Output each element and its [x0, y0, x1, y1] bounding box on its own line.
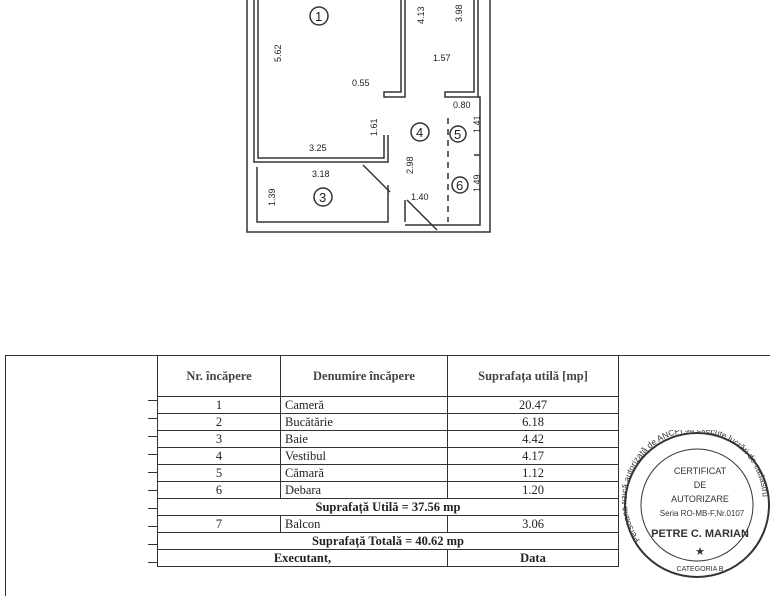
cell-area: 6.18	[447, 413, 619, 431]
room-label-3: 3	[319, 190, 326, 205]
executant-label: Executant,	[157, 549, 448, 567]
stamp-line: CERTIFICAT	[674, 466, 727, 476]
cell-nr: 7	[157, 515, 281, 533]
room-area-table: Nr. încăpere Denumire încăpere Suprafața…	[157, 355, 717, 567]
cell-nr: 4	[157, 447, 281, 465]
stamp-category: CATEGORIA B	[677, 566, 724, 573]
cell-name: Bucătărie	[280, 413, 448, 431]
cell-name: Debara	[280, 481, 448, 499]
outer-wall	[246, 0, 491, 233]
dim: 2.98	[405, 156, 415, 174]
cell-nr: 3	[157, 430, 281, 448]
cell-nr: 1	[157, 396, 281, 414]
header-nr: Nr. încăpere	[157, 355, 281, 397]
dim: 3.98	[454, 4, 464, 22]
cell-nr: 6	[157, 481, 281, 499]
cell-area: 4.17	[447, 447, 619, 465]
dim: 1.49	[472, 174, 482, 192]
header-area: Suprafața utilă [mp]	[447, 355, 619, 397]
stamp-name: PETRE C. MARIAN	[651, 528, 749, 540]
cell-name: Cameră	[280, 396, 448, 414]
cell-area: 20.47	[447, 396, 619, 414]
dim: 3.18	[312, 169, 330, 179]
star-icon: ★	[695, 546, 705, 558]
dim: 0.80	[453, 100, 471, 110]
room-label-6: 6	[456, 178, 463, 193]
authorization-stamp: Persoană fizică autorizată de ANCPI să e…	[622, 430, 770, 578]
dim: 0.55	[352, 78, 370, 88]
cell-name: Vestibul	[280, 447, 448, 465]
dim: 1.40	[411, 192, 429, 202]
room-label-5: 5	[454, 127, 461, 142]
cell-name: Baie	[280, 430, 448, 448]
header-name: Denumire încăpere	[280, 355, 448, 397]
grand-total: Suprafață Totală = 40.62 mp	[157, 532, 619, 550]
floor-plan: 1 3 4 5 6 5.62 4.13 3.98 1.57 0.55 0.80 …	[246, 0, 491, 233]
room-label-1: 1	[315, 9, 322, 24]
dim: 1.61	[369, 118, 379, 136]
table-header: Nr. încăpere Denumire încăpere Suprafața…	[157, 355, 717, 567]
stamp-line: AUTORIZARE	[671, 494, 729, 504]
cell-nr: 2	[157, 413, 281, 431]
cell-area: 1.12	[447, 464, 619, 482]
dim: 1.39	[267, 188, 277, 206]
dim: 1.41	[472, 115, 482, 133]
cell-name: Balcon	[280, 515, 448, 533]
room-label-4: 4	[416, 125, 423, 140]
dim: 4.13	[416, 6, 426, 24]
stamp-line: DE	[694, 480, 707, 490]
cell-area: 4.42	[447, 430, 619, 448]
dim: 5.62	[273, 44, 283, 62]
dim: 3.25	[309, 143, 327, 153]
cell-name: Cămară	[280, 464, 448, 482]
dim: 1.57	[433, 53, 451, 63]
cell-area: 1.20	[447, 481, 619, 499]
cell-nr: 5	[157, 464, 281, 482]
date-label: Data	[447, 549, 619, 567]
stamp-column	[618, 355, 717, 567]
cell-area: 3.06	[447, 515, 619, 533]
executant-row: Executant,Data	[157, 549, 718, 567]
stamp-line: Seria RO-MB-F,Nr.0107	[660, 509, 745, 518]
util-total: Suprafață Utilă = 37.56 mp	[157, 498, 619, 516]
